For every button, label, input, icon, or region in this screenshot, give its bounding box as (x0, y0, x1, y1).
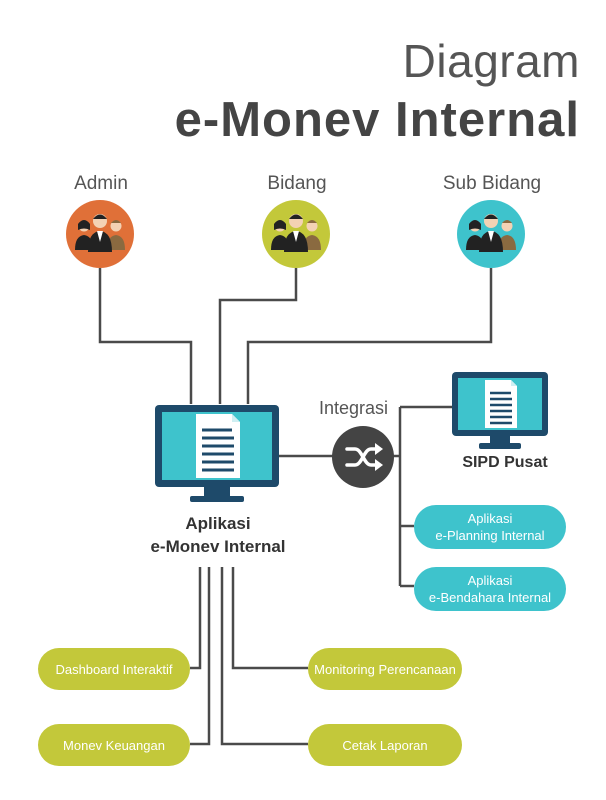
sipd-monitor-icon (452, 372, 548, 449)
sub-bidang-group-icon (457, 200, 525, 268)
bidang-group-icon (262, 200, 330, 268)
role-label-admin: Admin (74, 173, 128, 194)
main-app-label-line2: e-Monev Internal (150, 537, 286, 556)
app-e-planning-line2: e-Planning Internal (435, 528, 545, 543)
app-e-bendahara-line2: e-Bendahara Internal (428, 590, 552, 605)
app-e-planning-line1: Aplikasi (467, 511, 513, 526)
app-e-planning: Aplikasi e-Planning Internal (414, 505, 566, 549)
admin-group-icon (66, 200, 134, 268)
diagram-title-line2: e-Monev Internal (174, 93, 580, 147)
integration-label: Integrasi (319, 398, 389, 418)
module-cetak: Cetak Laporan (308, 724, 462, 766)
role-label-sub-bidang: Sub Bidang (442, 173, 542, 194)
role-label-bidang: Bidang (267, 173, 327, 194)
app-e-bendahara: Aplikasi e-Bendahara Internal (414, 567, 566, 611)
shuffle-icon (332, 426, 394, 488)
sipd-label: SIPD Pusat (462, 454, 548, 471)
app-e-bendahara-line1: Aplikasi (467, 573, 513, 588)
module-monitoring: Monitoring Perencanaan (308, 648, 462, 690)
module-monev: Monev Keuangan (38, 724, 190, 766)
module-dashboard: Dashboard Interaktif (38, 648, 190, 690)
diagram-title-line1: Diagram (402, 35, 580, 87)
main-monitor-icon (155, 405, 279, 502)
main-app-label-line1: Aplikasi (185, 514, 251, 533)
main-app-label: Aplikasi e-Monev Internal (118, 512, 318, 558)
